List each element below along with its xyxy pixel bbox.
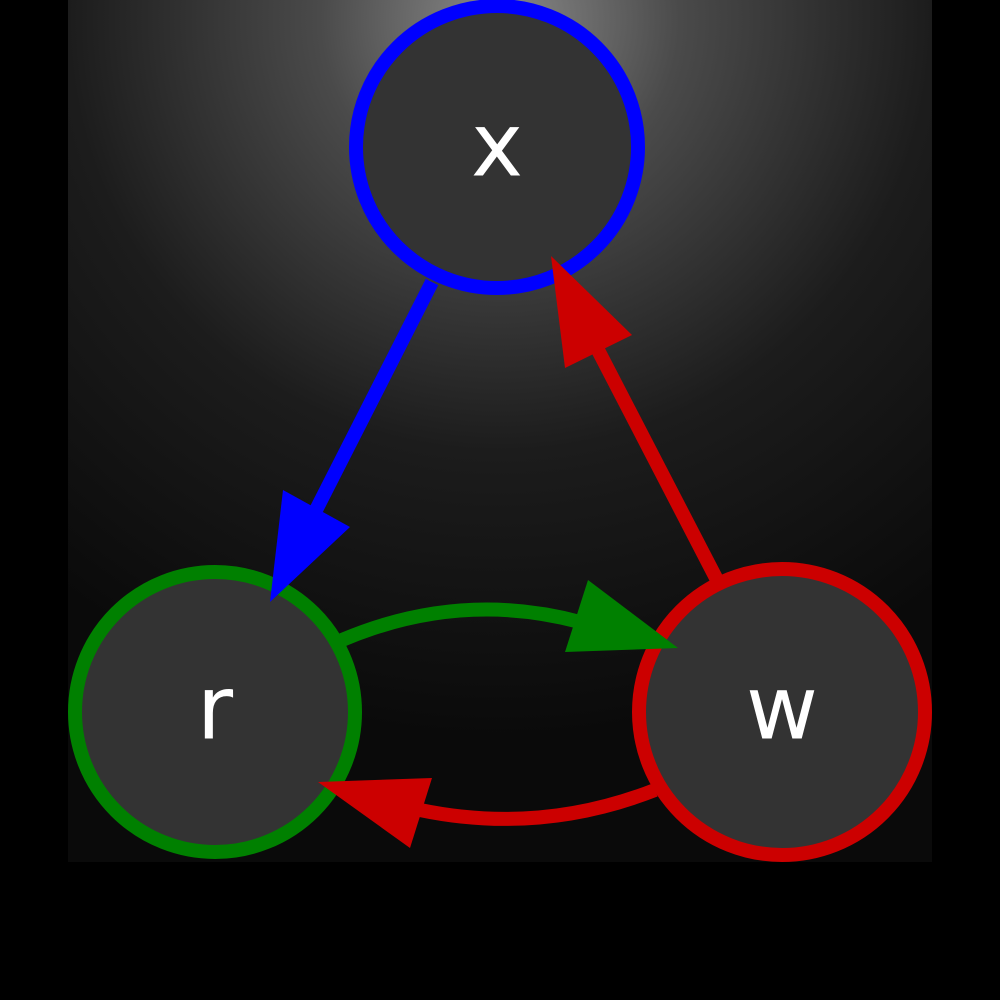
node-w[interactable]: w: [632, 562, 932, 862]
arrowhead-icon: [318, 778, 432, 848]
node-r[interactable]: r: [68, 565, 362, 859]
node-r-label: r: [197, 657, 234, 760]
arrowhead-icon: [270, 490, 350, 602]
arrowhead-icon: [551, 256, 632, 368]
node-x-label: x: [471, 94, 523, 197]
node-w-label: w: [746, 657, 818, 760]
edge-w-to-r: [318, 778, 658, 848]
edge-w-to-x: [551, 256, 723, 582]
edge-r-to-w: [339, 580, 678, 652]
node-x[interactable]: x: [349, 0, 645, 295]
edge-x-to-r: [270, 278, 439, 602]
arrowhead-icon: [565, 580, 678, 652]
